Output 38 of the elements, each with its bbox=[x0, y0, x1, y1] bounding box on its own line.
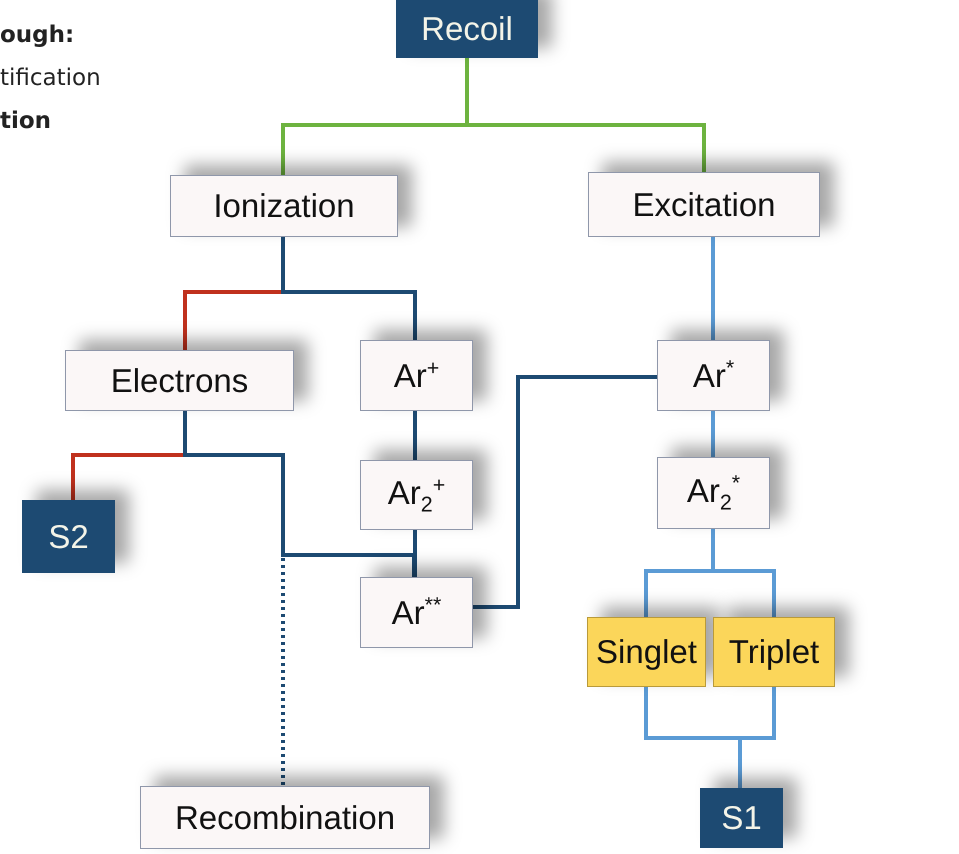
note-text: tion bbox=[0, 108, 52, 134]
connector-line bbox=[465, 58, 706, 172]
process-box bbox=[170, 175, 398, 237]
note-text: tification bbox=[0, 65, 101, 91]
process-box bbox=[360, 460, 473, 530]
connector-line bbox=[711, 411, 715, 457]
process-box bbox=[65, 350, 294, 411]
node-label: Recombination bbox=[174, 798, 396, 836]
node-label: Ar$^{*}$ bbox=[692, 356, 734, 395]
connector-line bbox=[413, 411, 417, 460]
node-label: S1 bbox=[721, 799, 762, 837]
signal-box bbox=[22, 500, 115, 573]
connector-line bbox=[738, 687, 776, 788]
node-label: Ar$^{+}$ bbox=[394, 356, 440, 395]
process-box bbox=[588, 172, 820, 237]
signal-box bbox=[396, 0, 538, 58]
node-label: Singlet bbox=[596, 633, 697, 671]
signal-box bbox=[700, 788, 783, 848]
node-label: S2 bbox=[48, 518, 89, 556]
connector-line bbox=[413, 530, 417, 577]
process-box bbox=[360, 340, 473, 411]
connector-line bbox=[183, 411, 416, 577]
node-label: Recoil bbox=[421, 10, 513, 48]
node-label: Ionization bbox=[213, 187, 355, 225]
connector-line bbox=[711, 237, 715, 340]
process-box bbox=[657, 457, 770, 529]
node-label: Excitation bbox=[632, 186, 776, 224]
node-label: Electrons bbox=[110, 362, 248, 400]
connector-line bbox=[473, 375, 657, 609]
connector-line bbox=[281, 237, 417, 340]
node-label: Triplet bbox=[728, 633, 820, 671]
highlight-box bbox=[713, 617, 835, 687]
node-label: Ar$^{**}$ bbox=[392, 593, 442, 632]
process-box bbox=[360, 577, 473, 648]
process-box bbox=[140, 786, 430, 849]
note-text: ough: bbox=[0, 22, 74, 48]
process-box bbox=[657, 340, 770, 411]
highlight-box bbox=[587, 617, 706, 687]
